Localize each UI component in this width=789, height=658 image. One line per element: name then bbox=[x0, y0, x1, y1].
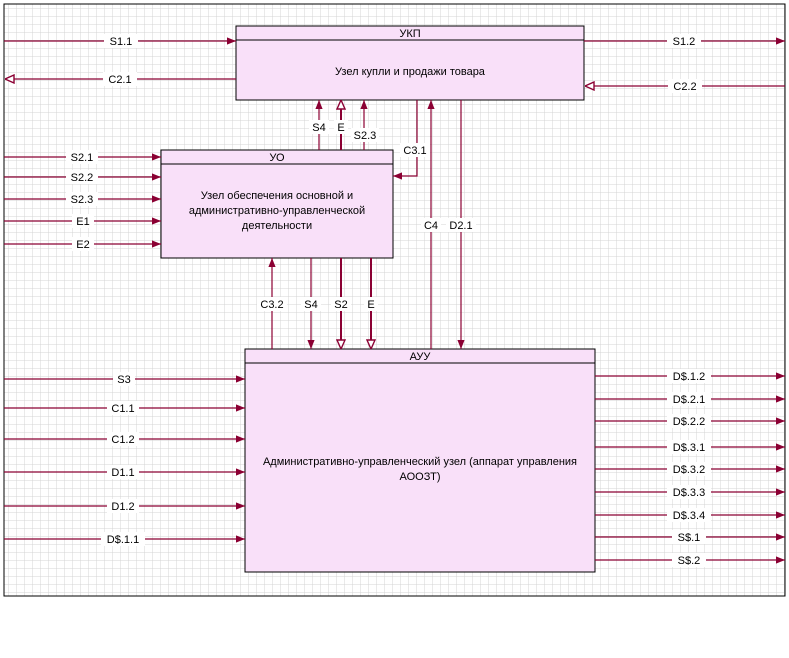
label-s4-down: S4 bbox=[304, 299, 317, 311]
label-s3: S3 bbox=[117, 374, 130, 386]
label-ds-2-1: D$.2.1 bbox=[673, 394, 705, 406]
box-ukp-code: УКП bbox=[399, 28, 420, 40]
box-uo-code: УО bbox=[269, 152, 285, 164]
box-auu[interactable]: АУУ Административно-управленческий узел … bbox=[244, 348, 596, 573]
label-c3-1: C3.1 bbox=[403, 145, 426, 157]
label-c2-2: C2.2 bbox=[673, 81, 696, 93]
label-ds-3-3: D$.3.3 bbox=[673, 487, 705, 499]
box-auu-code: АУУ bbox=[410, 351, 432, 363]
label-d2-1: D2.1 bbox=[449, 220, 472, 232]
label-c4: C4 bbox=[424, 220, 438, 232]
label-c2-1: C2.1 bbox=[108, 74, 131, 86]
label-e2: E2 bbox=[76, 239, 89, 251]
label-d1-1: D1.1 bbox=[111, 467, 134, 479]
label-s1-1: S1.1 bbox=[110, 36, 133, 48]
label-s2-3-in: S2.3 bbox=[71, 194, 94, 206]
box-ukp[interactable]: УКП Узел купли и продажи товара bbox=[235, 25, 585, 101]
label-ss-2: S$.2 bbox=[678, 555, 701, 567]
label-c1-1: C1.1 bbox=[111, 403, 134, 415]
label-ds-3-4: D$.3.4 bbox=[673, 510, 705, 522]
label-ds-1-2: D$.1.2 bbox=[673, 371, 705, 383]
label-s4-up: S4 bbox=[312, 122, 325, 134]
label-s2-3-up: S2.3 bbox=[354, 130, 377, 142]
label-ss-1: S$.1 bbox=[678, 532, 701, 544]
label-ds-2-2: D$.2.2 bbox=[673, 416, 705, 428]
label-ds-3-1: D$.3.1 bbox=[673, 442, 705, 454]
label-s2-2: S2.2 bbox=[71, 172, 94, 184]
box-uo[interactable]: УО Узел обеспечения основной и администр… bbox=[160, 149, 394, 259]
label-c1-2: C1.2 bbox=[111, 434, 134, 446]
arrow-c3-1[interactable] bbox=[393, 100, 418, 180]
label-s1-2: S1.2 bbox=[673, 36, 696, 48]
label-s2-down: S2 bbox=[334, 299, 347, 311]
box-auu-title: Административно-управленческий узел (апп… bbox=[262, 456, 578, 483]
label-d1-2: D1.2 bbox=[111, 501, 134, 513]
label-e-down: E bbox=[367, 299, 374, 311]
box-uo-title: Узел обеспечения основной и администрати… bbox=[188, 189, 366, 232]
box-ukp-title: Узел купли и продажи товара bbox=[335, 66, 486, 78]
label-c3-2: C3.2 bbox=[260, 299, 283, 311]
label-ds-3-2: D$.3.2 bbox=[673, 464, 705, 476]
label-e-up: E bbox=[337, 122, 344, 134]
label-e1: E1 bbox=[76, 216, 89, 228]
arrow-labels: S1.1 C2.1 S1.2 C2.2 S4 E S2.3 C3.1 S2.1 … bbox=[66, 34, 711, 567]
label-s2-1: S2.1 bbox=[71, 152, 94, 164]
label-ds-1-1: D$.1.1 bbox=[107, 534, 139, 546]
